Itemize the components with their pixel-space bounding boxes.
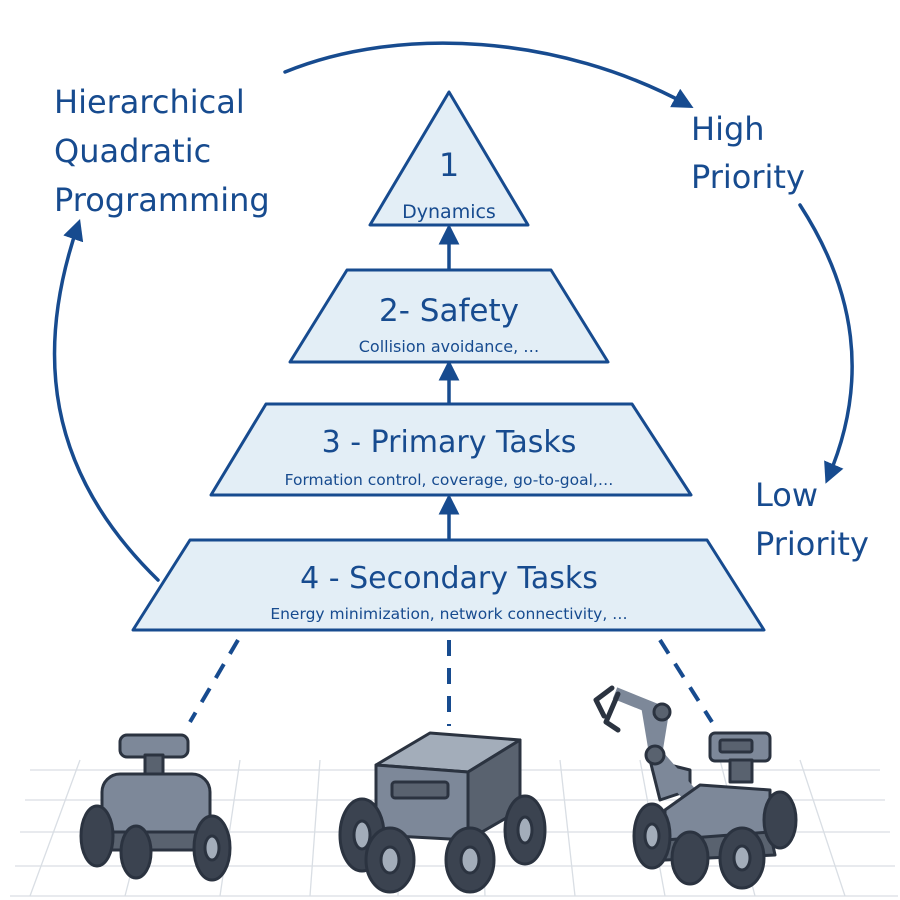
low-priority-label: Low Priority <box>755 476 869 563</box>
tier-3: 3 - Primary Tasks Formation control, cov… <box>209 402 693 497</box>
arm-rover-icon <box>593 685 798 890</box>
high-priority-line-2: Priority <box>691 158 805 196</box>
link-left-robot <box>188 638 240 724</box>
tier-4: 4 - Secondary Tasks Energy minimization,… <box>131 538 766 632</box>
tier-2-subtitle: Collision avoidance, … <box>359 337 540 356</box>
top-arc-arrow <box>283 41 694 109</box>
tier-3-subtitle: Formation control, coverage, go-to-goal,… <box>285 471 614 489</box>
method-label-line-2: Quadratic <box>54 132 211 170</box>
priority-arrow <box>798 203 854 484</box>
tier-1-title: 1 <box>439 146 459 184</box>
tier-2: 2- Safety Collision avoidance, … <box>288 268 610 364</box>
box-rover-icon <box>338 731 547 894</box>
low-priority-line-1: Low <box>755 476 818 514</box>
tier-4-title: 4 - Secondary Tasks <box>300 561 598 596</box>
tier-2-title: 2- Safety <box>379 293 519 329</box>
method-label-line-3: Programming <box>54 181 270 219</box>
hqp-loop-arrow <box>52 219 160 582</box>
method-label-line-1: Hierarchical <box>54 83 245 121</box>
high-priority-label: High Priority <box>691 110 805 196</box>
low-priority-line-2: Priority <box>755 525 869 563</box>
tier-1: 1 Dynamics <box>368 90 530 227</box>
tier-3-title: 3 - Primary Tasks <box>322 425 577 460</box>
high-priority-line-1: High <box>691 110 765 148</box>
tier-1-subtitle: Dynamics <box>402 201 496 223</box>
turret-robot-icon <box>79 733 232 882</box>
method-label: Hierarchical Quadratic Programming <box>54 83 270 219</box>
tier-4-subtitle: Energy minimization, network connectivit… <box>270 605 627 623</box>
